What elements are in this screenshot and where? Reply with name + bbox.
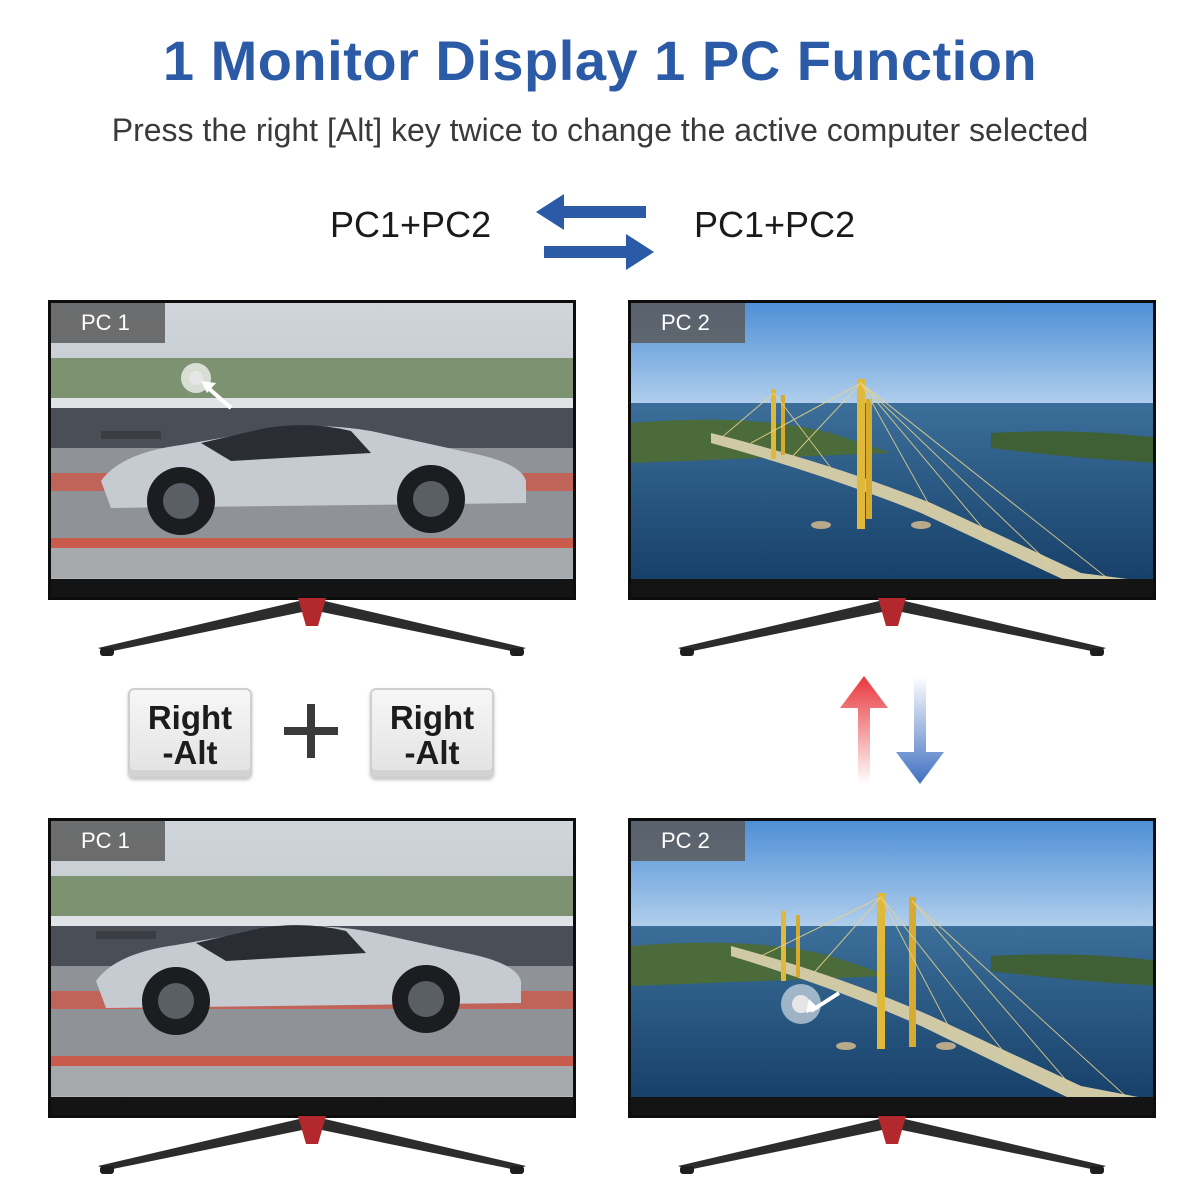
pc-tag: PC 1	[51, 821, 165, 861]
taskbar	[631, 1097, 1153, 1115]
bridge-image	[631, 821, 1153, 1115]
plus-icon	[284, 704, 338, 758]
page-title: 1 Monitor Display 1 PC Function	[162, 29, 1038, 92]
monitor-stand	[678, 1116, 1106, 1174]
cursor-icon	[181, 363, 233, 410]
monitor-screen: PC 2	[628, 300, 1156, 600]
pc-tag: PC 2	[631, 303, 745, 343]
taskbar	[51, 1097, 573, 1115]
key-line-1: Right	[147, 699, 233, 736]
right-alt-key: Right -Alt	[128, 688, 252, 778]
monitor-stand	[98, 1116, 526, 1174]
monitor-pc1-top: PC 1	[48, 300, 576, 660]
right-alt-key: Right -Alt	[370, 688, 494, 778]
combo-label-left: PC1+PC2	[330, 204, 492, 245]
up-arrow-icon	[840, 676, 888, 784]
swap-arrows-icon	[536, 194, 654, 270]
taskbar	[631, 579, 1153, 597]
key-line-1: Right	[389, 699, 475, 736]
monitor-pc2-bottom: PC 2	[628, 818, 1156, 1178]
taskbar	[51, 579, 573, 597]
key-line-2: -Alt	[162, 734, 218, 771]
page-subtitle: Press the right [Alt] key twice to chang…	[111, 112, 1089, 148]
combo-label-right: PC1+PC2	[694, 204, 856, 245]
pc-tag: PC 1	[51, 303, 165, 343]
race-car-image	[51, 303, 573, 597]
cursor-icon	[781, 984, 841, 1024]
monitor-screen: PC 2	[628, 818, 1156, 1118]
monitor-pc1-bottom: PC 1	[48, 818, 576, 1178]
key-line-2: -Alt	[404, 734, 460, 771]
bridge-image	[631, 303, 1153, 597]
monitor-stand	[98, 598, 526, 656]
switch-arrows	[840, 676, 944, 784]
monitor-stand	[678, 598, 1106, 656]
monitor-pc2-top: PC 2	[628, 300, 1156, 660]
down-arrow-icon	[896, 676, 944, 784]
monitor-screen: PC 1	[48, 818, 576, 1118]
pc-tag: PC 2	[631, 821, 745, 861]
monitor-screen: PC 1	[48, 300, 576, 600]
race-car-image	[51, 821, 573, 1115]
